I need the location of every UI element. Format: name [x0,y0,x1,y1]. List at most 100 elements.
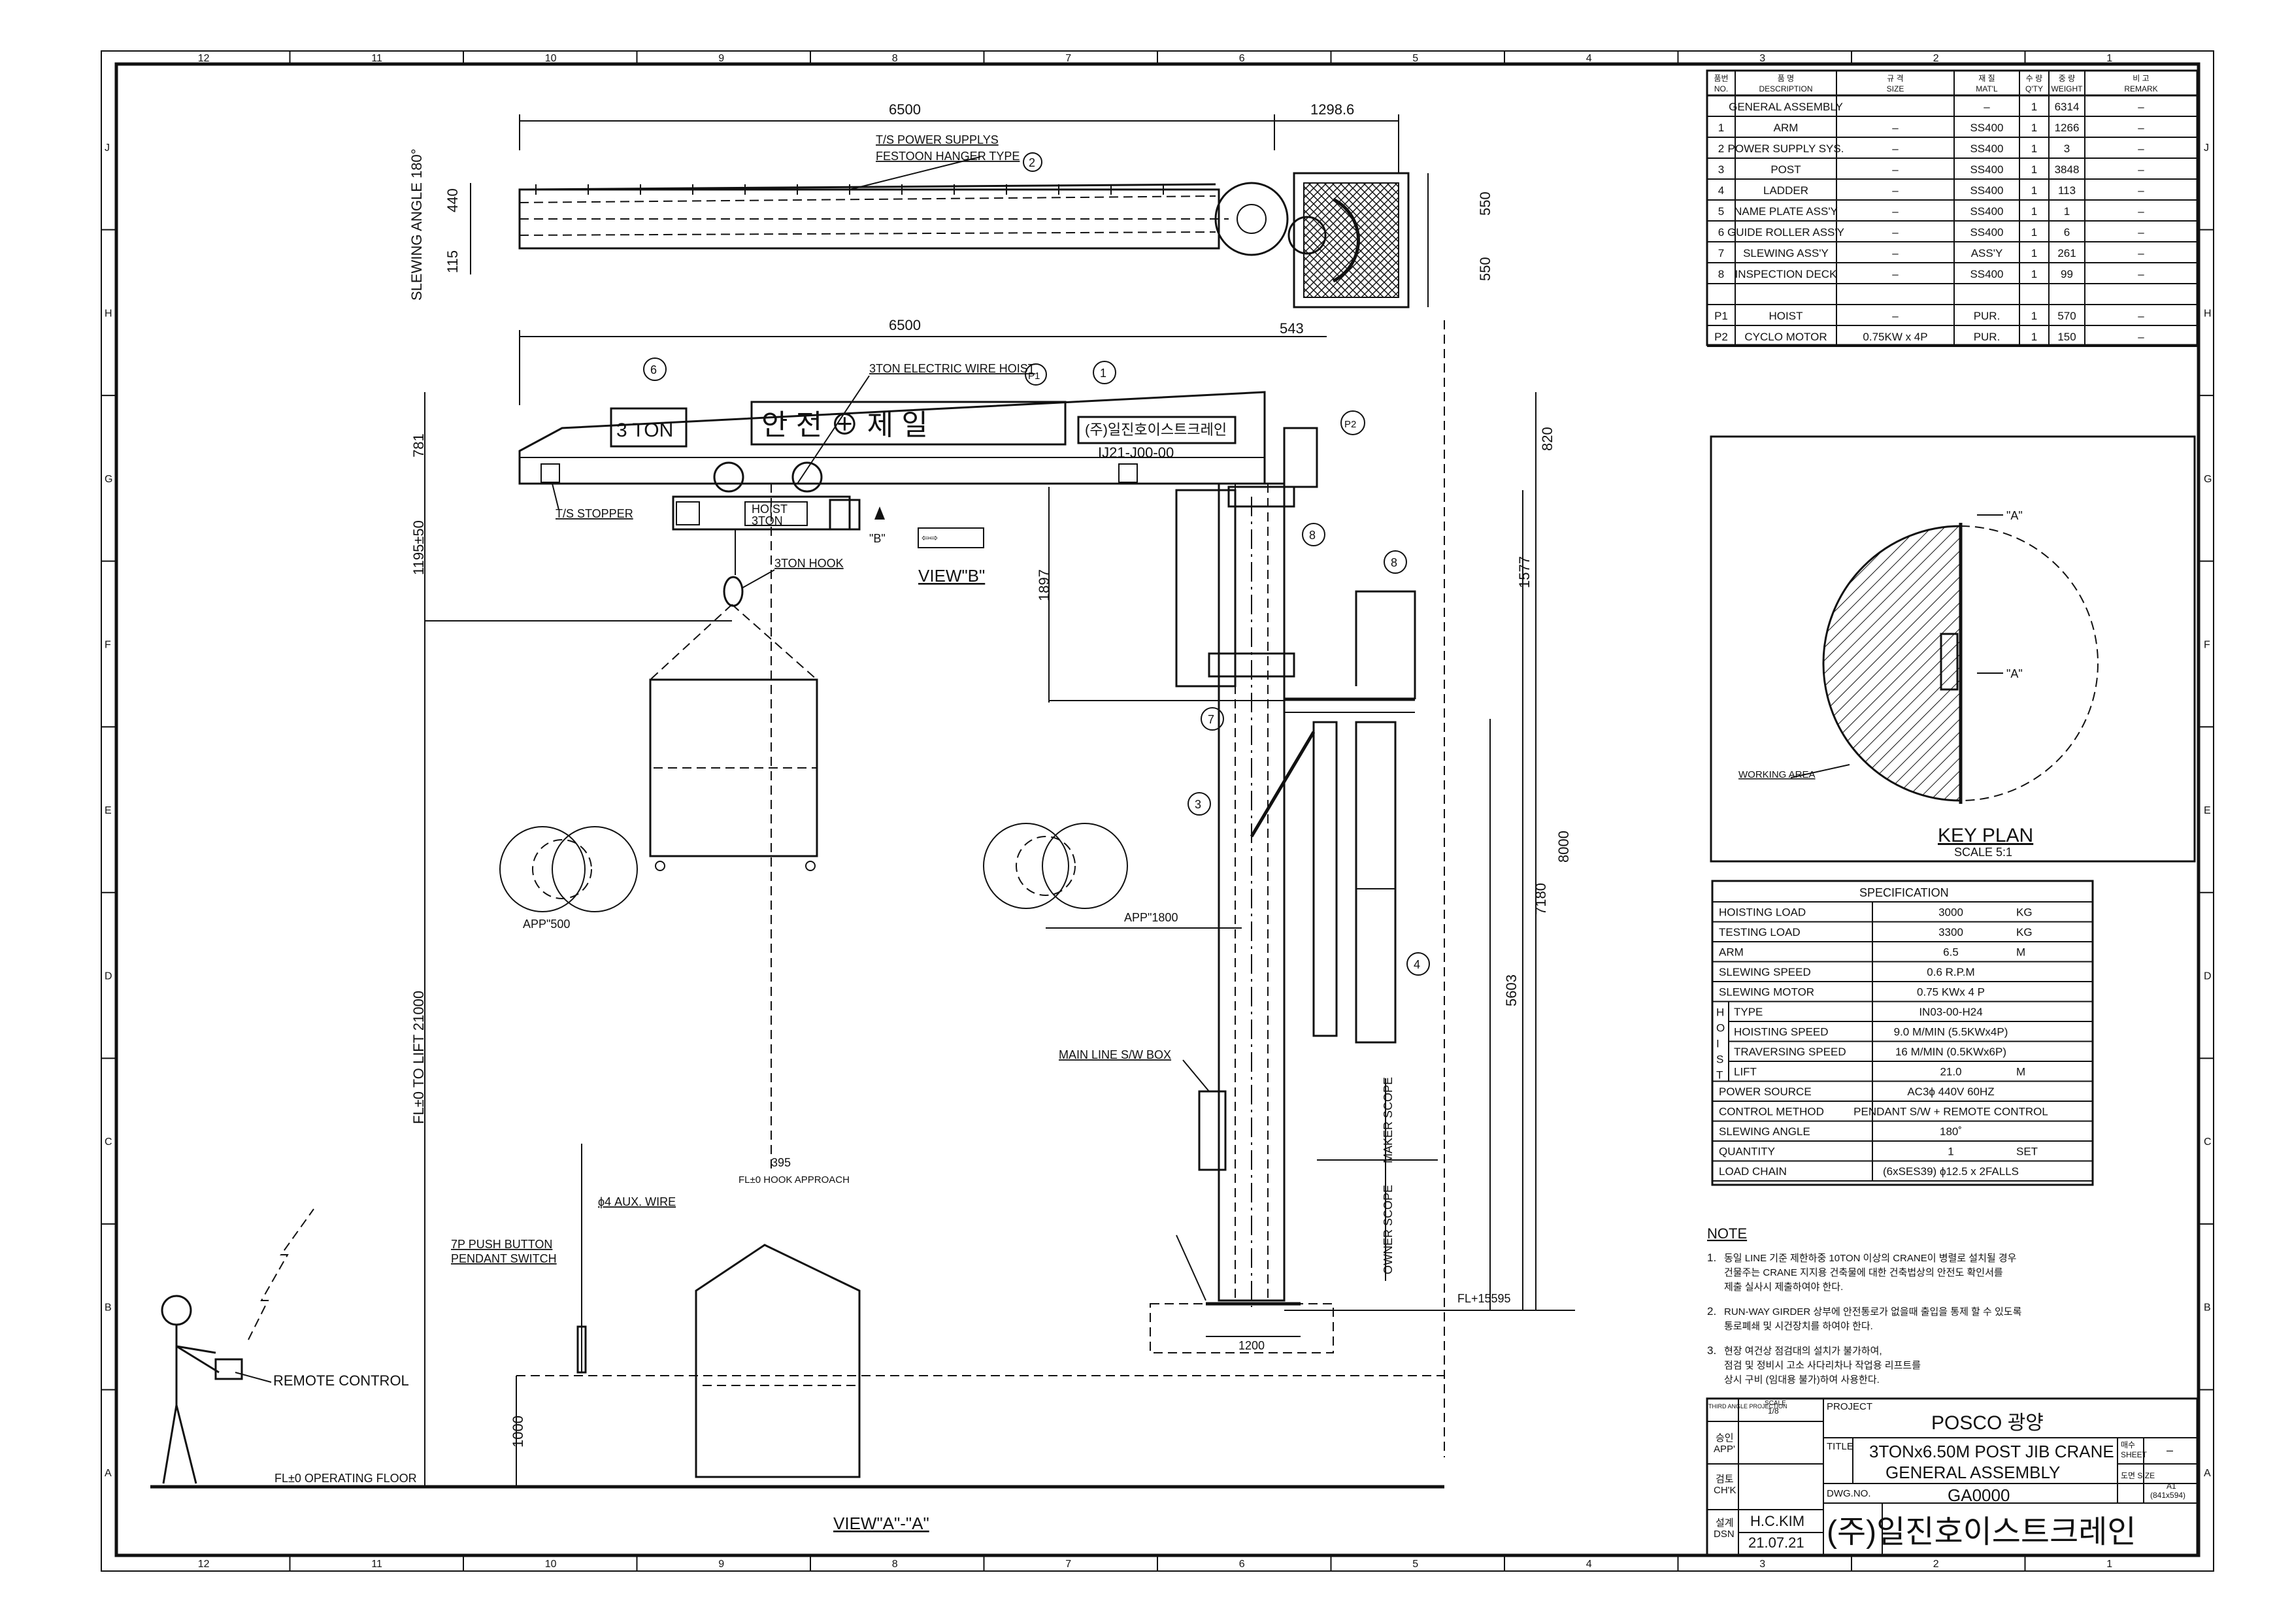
pendant-label-2: PENDANT SWITCH [451,1252,557,1265]
project-label: PROJECT [1827,1401,1872,1412]
top-column-6: 6 [1239,53,1245,64]
bom-cell-5-4: 1 [2031,205,2037,218]
key-plan-post [1940,633,1959,691]
size-label: 도면 SIZE [2121,1471,2155,1480]
bom-cell-10-2: – [1892,310,1899,322]
spec-label-1: TESTING LOAD [1719,926,1801,938]
checked-ko: 검토 [1716,1474,1734,1485]
left-row-C: C [105,1136,112,1148]
bom-cell-7-0: 7 [1718,247,1724,259]
spec-value-4: 0.75 KWx 4 P [1917,986,1985,999]
bom-header-ko-4: 수 량 [2026,74,2042,83]
spec-title: SPECIFICATION [1859,886,1949,899]
hoist-body-text-1: HOIST [752,503,788,516]
bom-cell-5-0: 5 [1718,205,1724,218]
key-plan: "A" "A" WORKING AREA KEY PLAN SCALE 5:1 [1710,435,2196,863]
note-num-0: 1. [1707,1251,1716,1264]
bom-cell-1-6: – [2138,122,2144,134]
balloon-p2 [1340,410,1365,435]
slewing-angle-label: SLEWING ANGLE 180° [408,148,425,301]
dim-1195: 1195±50 [410,520,427,575]
title-label: TITLE [1827,1441,1853,1452]
safety-plate-text: 안 전 ⊕ 제 일 [761,409,928,441]
bottom-column-3: 3 [1759,1559,1765,1570]
bom-header-en-2: SIZE [1887,84,1904,93]
bottom-column-7: 7 [1065,1559,1071,1570]
note-1-line-1: 통로폐쇄 및 시건장치를 하여야 한다. [1724,1321,1873,1332]
notes-title: NOTE [1707,1225,1747,1242]
checked-en: CH'K [1714,1485,1736,1496]
spec-label-4: SLEWING MOTOR [1719,986,1814,999]
bom-cell-8-1: INSPECTION DECK [1735,268,1838,280]
front-dim-543: 543 [1280,320,1304,337]
svg-text:8: 8 [1391,556,1397,569]
top-column-11: 11 [371,53,382,64]
bom-header-ko-0: 품번 [1714,74,1728,83]
bom-cell-5-2: – [1892,205,1899,218]
spec-unit-1: KG [2016,926,2033,938]
front-view: 6500 543 3 TON 안 전 ⊕ 제 일 (주)일진호이스트크레인 IJ… [150,317,1575,1533]
top-dim-tail: 1298.6 [1310,101,1354,118]
dim-7180: 7180 [1533,883,1549,915]
designed-ko: 설계 [1716,1517,1734,1529]
svg-text:⇦⇨: ⇦⇨ [922,533,938,544]
dim-8000: 8000 [1555,831,1572,863]
bom-cell-3-4: 1 [2031,163,2037,176]
stopper-label: T/S STOPPER [556,507,633,520]
sheet-label-en: SHEET [2121,1450,2148,1459]
bom-cell-6-4: 1 [2031,226,2037,239]
maker-scope: MAKER SCOPE [1382,1077,1395,1163]
project-name: POSCO 광양 [1931,1412,2044,1434]
bom-header-ko-1: 품 명 [1778,74,1794,83]
top-column-8: 8 [892,53,898,64]
bom-cell-4-4: 1 [2031,184,2037,197]
top-dim-550a: 550 [1477,191,1493,216]
note-2-line-1: 점검 및 정비시 고소 사다리차나 작업용 리프트를 [1724,1360,1921,1371]
spec-label-13: LOAD CHAIN [1719,1165,1787,1178]
slewing-housing [1175,489,1237,688]
hoist-letter-1: O [1716,1022,1725,1035]
spec-label-12: QUANTITY [1719,1146,1775,1158]
front-dim-arm: 6500 [889,317,921,333]
hook [723,576,744,607]
bom-cell-10-5: 570 [2057,310,2076,322]
spec-value-1: 3300 [1938,926,1963,938]
scale-value: 1/8 [1768,1406,1779,1416]
main-sw-label: MAIN LINE S/W BOX [1059,1048,1171,1061]
note-0-line-1: 건물주는 CRANE 지지용 건축물에 대한 건축법상의 안전도 확인서를 [1724,1267,2003,1278]
right-row-C: C [2204,1136,2212,1148]
bom-cell-10-6: – [2138,310,2144,322]
svg-text:P1: P1 [1028,371,1040,382]
spec-value-8: 21.0 [1940,1066,1961,1078]
bom-cell-4-0: 4 [1718,184,1724,197]
remote-controller [214,1358,243,1380]
bottom-column-4: 4 [1586,1559,1592,1570]
bom-cell-8-4: 1 [2031,268,2037,280]
right-row-J: J [2204,142,2209,154]
note-2-line-2: 상시 구비 (임대용 불가)하여 사용한다. [1724,1374,1880,1385]
left-row-H: H [105,308,112,319]
bom-cell-2-4: 1 [2031,142,2037,155]
balloon-8 [1384,550,1407,574]
spec-label-6: HOISTING SPEED [1734,1026,1829,1038]
bom-cell-0-4: 1 [2031,101,2037,113]
bom-header-en-3: MAT'L [1976,84,1998,93]
maker-plate-code: IJ21-J00-00 [1098,444,1174,461]
left-row-B: B [105,1302,112,1314]
company-name: (주)일진호이스트크레인 [1827,1515,2136,1549]
bom-cell-3-5: 3848 [2055,163,2080,176]
note-0-line-0: 동일 LINE 기준 제한하중 10TON 이상의 CRANE이 병렬로 설치될… [1724,1253,2017,1264]
note-1-line-0: RUN-WAY GIRDER 상부에 안전통로가 없을때 출입을 통제 할 수 … [1724,1306,2022,1317]
top-column-10: 10 [545,53,557,64]
hook-approach-label: FL±0 HOOK APPROACH [739,1174,850,1185]
dwg-number: GA0000 [1948,1485,2010,1505]
bom-cell-7-1: SLEWING ASS'Y [1743,247,1829,259]
bottom-column-11: 11 [371,1559,382,1570]
ton-plate-text: 3 TON [616,420,673,441]
dim-1200: 1200 [1238,1339,1265,1352]
right-row-H: H [2204,308,2212,319]
bom-cell-8-3: SS400 [1970,268,2003,280]
